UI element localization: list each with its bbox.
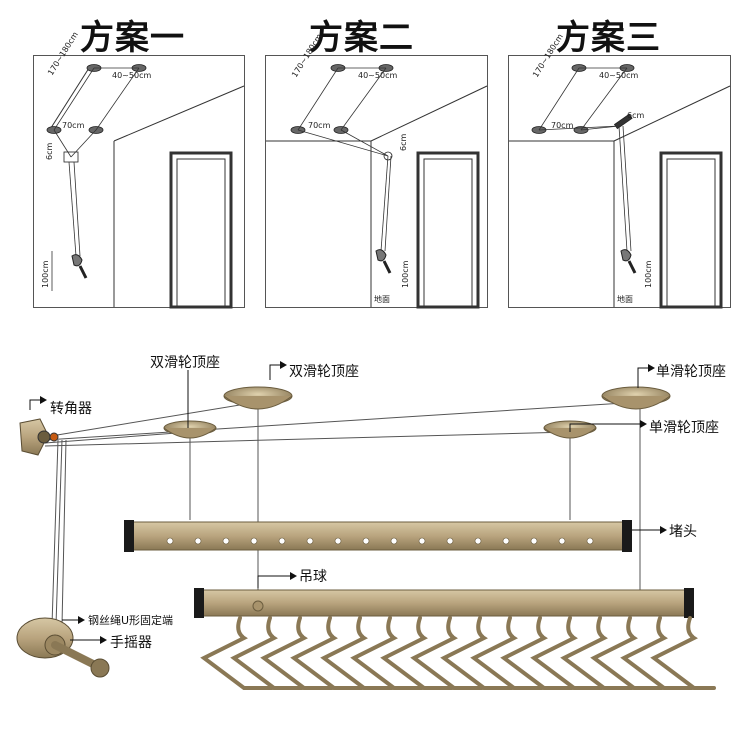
back-rail — [124, 520, 632, 552]
scheme-2-side-dim: 70cm — [308, 121, 331, 130]
single-pulley-label-top: 单滑轮顶座 — [656, 364, 726, 380]
scheme-2-diag-dim: 170~180cm — [290, 32, 324, 79]
product-diagram — [16, 361, 716, 690]
scheme-2-height-dim: 100cm — [401, 260, 410, 288]
double-pulley-dish-front — [163, 420, 217, 439]
scheme-3-diag-dim: 170~180cm — [531, 32, 565, 79]
scheme-1-side-dim: 70cm — [62, 121, 85, 130]
scheme-3-drawing: 170~180cm 40~50cm 70cm 6cm 100cm 地面 — [509, 32, 731, 309]
scheme-2-top-dim: 40~50cm — [358, 71, 397, 80]
scheme-2-floor-label: 地面 — [374, 294, 390, 304]
scheme-1-title: 方案一 — [80, 18, 185, 58]
double-pulley-label-right: 双滑轮顶座 — [289, 364, 359, 380]
hangers — [200, 616, 716, 690]
single-pulley-dish-back — [601, 386, 671, 410]
scheme-2-drop-dim: 6cm — [399, 134, 408, 151]
corner-device-label: 转角器 — [50, 401, 92, 417]
end-cap-label: 堵头 — [669, 524, 697, 540]
scheme-1-diag-dim: 170~180cm — [46, 30, 80, 77]
scheme-1-panel: 170~180cm 40~50cm 70cm 6cm 100cm — [33, 30, 245, 309]
scheme-2-drawing: 170~180cm 40~50cm 70cm 6cm 100cm 地面 — [266, 32, 488, 309]
scheme-3-title: 方案三 — [556, 18, 661, 58]
scheme-2-panel: 170~180cm 40~50cm 70cm 6cm 100cm 地面 — [265, 32, 488, 309]
single-pulley-label-bottom: 单滑轮顶座 — [649, 420, 719, 436]
scheme-3-height-dim: 100cm — [644, 260, 653, 288]
scheme-3-top-dim: 40~50cm — [599, 71, 638, 80]
scheme-3-drop-dim: 6cm — [627, 111, 644, 120]
front-rail — [194, 588, 694, 618]
scheme-2-title: 方案二 — [309, 18, 414, 58]
hand-crank — [16, 617, 110, 678]
scheme-3-floor-label: 地面 — [617, 294, 633, 304]
u-clip-label: 钢丝绳U形固定端 — [88, 614, 174, 627]
double-pulley-label-left: 双滑轮顶座 — [150, 355, 220, 371]
scheme-1-top-dim: 40~50cm — [112, 71, 151, 80]
hanging-ball-label: 吊球 — [299, 569, 327, 585]
double-pulley-dish-back — [223, 386, 293, 410]
corner-device — [19, 418, 59, 456]
scheme-1-drawing: 170~180cm 40~50cm 70cm 6cm 100cm — [41, 30, 245, 309]
scheme-3-panel: 170~180cm 40~50cm 70cm 6cm 100cm 地面 — [508, 32, 731, 309]
scheme-3-side-dim: 70cm — [551, 121, 574, 130]
scheme-1-drop-dim: 6cm — [45, 143, 54, 160]
hand-crank-label: 手摇器 — [110, 635, 152, 651]
scheme-1-height-dim: 100cm — [41, 260, 50, 288]
